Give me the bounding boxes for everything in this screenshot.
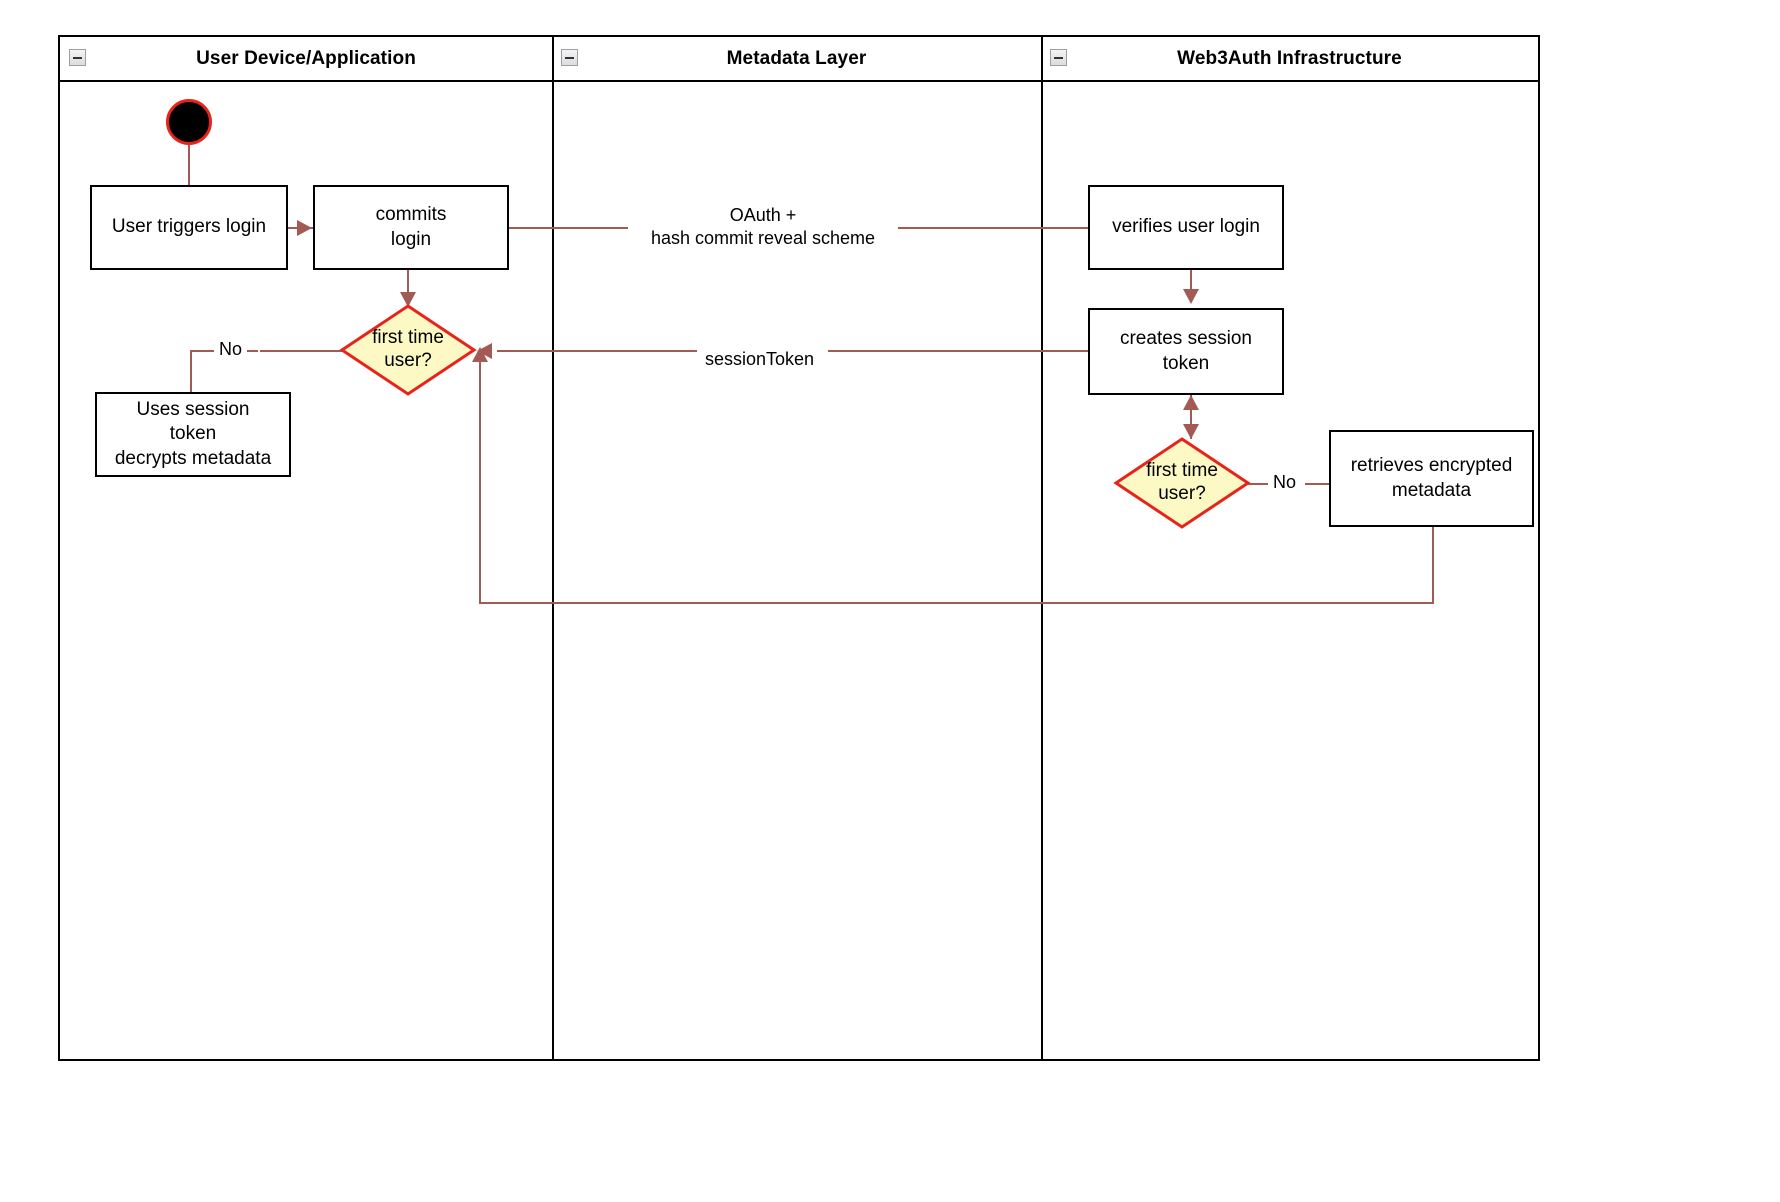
action-retrieves-encrypted-metadata-line1: retrieves encrypted [1350, 455, 1513, 477]
edge-label-oauth-line2: hash commit reveal scheme [650, 227, 876, 248]
edge-label-no-left: No [214, 338, 248, 361]
swimlane-metadata-layer: Metadata Layer [552, 37, 1041, 1059]
edge-decision-no-left-h2 [260, 350, 344, 352]
swimlane-web3auth: Web3Auth Infrastructure [1041, 37, 1538, 1059]
edge-decision-no-left-v [190, 350, 192, 392]
action-creates-session-token-line2: token [1162, 352, 1210, 374]
action-retrieves-encrypted-metadata[interactable]: retrieves encrypted metadata [1329, 430, 1534, 527]
decision-first-time-user-right[interactable]: first time user? [1113, 437, 1251, 529]
swimlane-divider-2 [1041, 37, 1043, 1059]
arrowhead-creates-down [1183, 424, 1199, 439]
arrowhead-commits-to-decision [400, 292, 416, 307]
edge-start-to-user-triggers-login [188, 143, 190, 185]
edge-retrieves-return-v [479, 360, 481, 603]
action-commits-login[interactable]: commits login [313, 185, 509, 270]
swimlane-header-metadata-layer: Metadata Layer [552, 37, 1041, 82]
edge-retrieves-down [1432, 527, 1434, 603]
action-commits-login-line1: commits [375, 204, 447, 226]
action-user-triggers-login-label: User triggers login [111, 216, 267, 238]
arrowhead-verifies-to-creates [1183, 289, 1199, 304]
swimlane-header-web3auth: Web3Auth Infrastructure [1041, 37, 1538, 82]
edge-verifies-to-creates [1190, 270, 1192, 302]
arrowhead-user-triggers-to-commits [297, 220, 312, 236]
swimlane-header-user-device: User Device/Application [60, 37, 552, 82]
minus-box-icon-user-device[interactable] [69, 49, 86, 66]
edge-commits-to-oauth-left [508, 227, 636, 229]
edge-session-token-h2 [828, 350, 1088, 352]
action-uses-session-token-line2: token [169, 423, 217, 445]
action-commits-login-line2: login [390, 228, 432, 250]
action-verifies-user-login-label: verifies user login [1112, 216, 1260, 238]
swimlane-divider-1 [552, 37, 554, 1059]
initial-node [166, 99, 212, 145]
action-uses-session-token-line3: decrypts metadata [114, 447, 272, 469]
arrowhead-retrieves-return [472, 347, 488, 362]
minus-box-icon-metadata-layer[interactable] [561, 49, 578, 66]
swimlane-user-device: User Device/Application [60, 37, 552, 1059]
swimlane-title-web3auth: Web3Auth Infrastructure [1177, 47, 1402, 69]
edge-label-session-token: sessionToken [700, 348, 820, 371]
edge-decision-no-right-h1 [1248, 483, 1278, 485]
action-uses-session-token-line1: Uses session [136, 399, 250, 421]
action-user-triggers-login[interactable]: User triggers login [90, 185, 288, 270]
edge-decision-no-right-h2 [1305, 483, 1329, 485]
arrowhead-creates-up [1183, 395, 1199, 410]
action-creates-session-token-line1: creates session [1119, 328, 1252, 350]
edge-commits-to-decision [407, 270, 409, 305]
swimlane-title-metadata-layer: Metadata Layer [726, 47, 867, 69]
edge-label-oauth-line1: OAuth + [729, 205, 797, 225]
action-creates-session-token[interactable]: creates session token [1088, 308, 1284, 395]
decision-first-time-user-left[interactable]: first time user? [339, 304, 477, 396]
minus-box-icon-web3auth[interactable] [1050, 49, 1067, 66]
edge-label-no-right: No [1268, 471, 1302, 494]
swimlane-title-user-device: User Device/Application [196, 47, 416, 69]
edge-oauth-to-verifies-right [880, 227, 1088, 229]
edge-label-oauth: OAuth + hash commit reveal scheme [628, 204, 898, 249]
action-uses-session-token[interactable]: Uses session token decrypts metadata [95, 392, 291, 477]
edge-session-token-h1 [497, 350, 697, 352]
action-retrieves-encrypted-metadata-line2: metadata [1391, 479, 1472, 501]
action-verifies-user-login[interactable]: verifies user login [1088, 185, 1284, 270]
edge-retrieves-return-h [479, 602, 1434, 604]
edge-creates-to-decision-right [1190, 395, 1192, 439]
